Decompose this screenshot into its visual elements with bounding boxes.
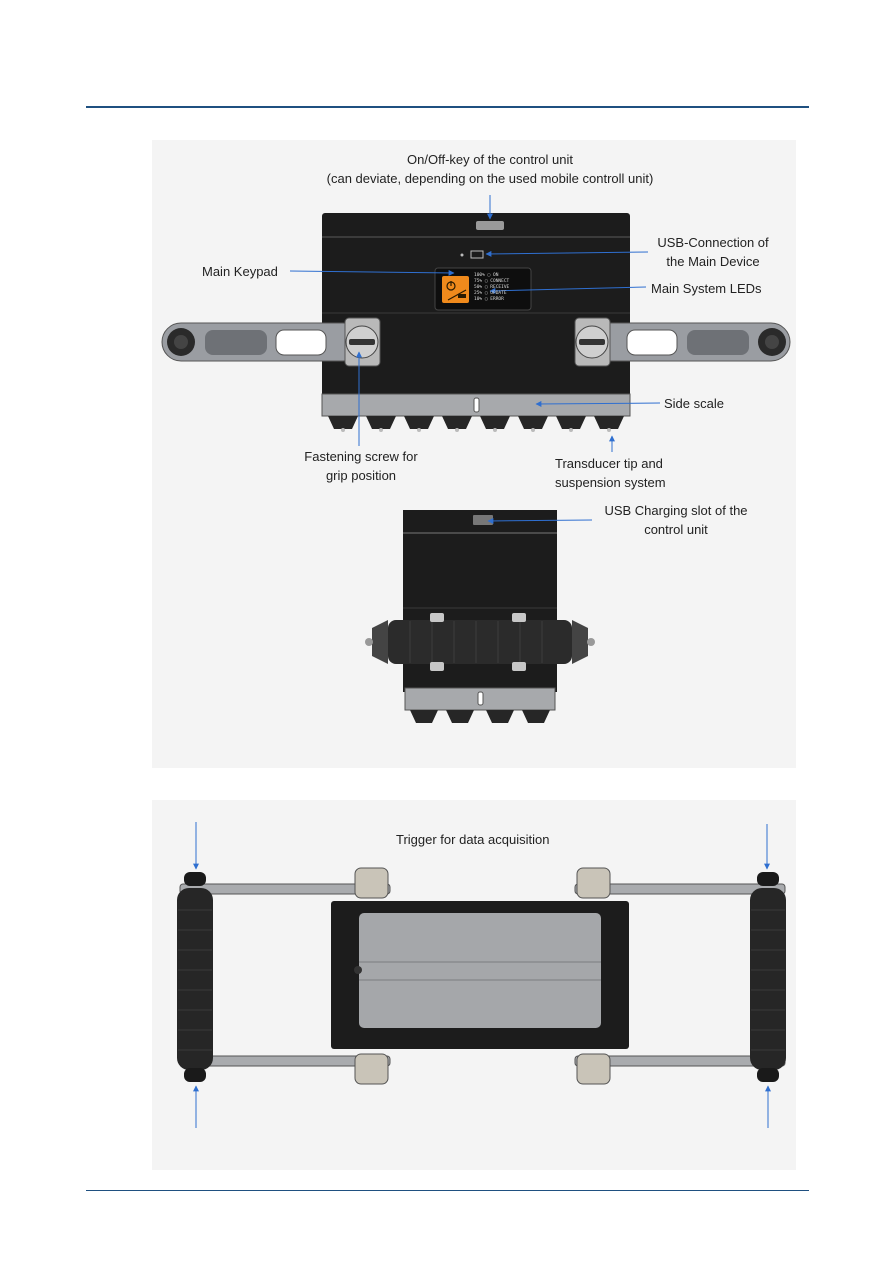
led-level: 50% bbox=[474, 285, 483, 290]
label-transducer-tip: Transducer tip and suspension system bbox=[555, 456, 666, 490]
led-label: CONNECT bbox=[490, 279, 510, 284]
trigger-button-top-left[interactable] bbox=[184, 872, 206, 886]
led-label: ON bbox=[492, 273, 499, 278]
right-fastening-screw[interactable] bbox=[574, 317, 611, 367]
usb-charging-slot bbox=[473, 515, 493, 525]
main-keypad-button[interactable] bbox=[442, 276, 469, 303]
label-trigger: Trigger for data acquisition bbox=[396, 832, 550, 847]
led-level: 75% bbox=[474, 279, 483, 284]
label-main-system-leds: Main System LEDs bbox=[651, 281, 762, 296]
header-rule bbox=[86, 106, 809, 108]
led-level: 10% bbox=[474, 297, 483, 302]
left-grip-arm[interactable] bbox=[161, 322, 363, 362]
label-usb-connection: USB-Connection of the Main Device bbox=[657, 235, 769, 269]
callout-line-usb-charging bbox=[487, 517, 593, 524]
side-scale bbox=[321, 393, 631, 417]
left-fastening-screw[interactable] bbox=[344, 317, 381, 367]
led-status-panel: 100% ▢ ON 75% ▢ CONNECT 50% ▢ RECEIVE 25… bbox=[474, 273, 510, 302]
label-on-off-key: On/Off-key of the control unit (can devi… bbox=[326, 152, 654, 186]
label-usb-charging: USB Charging slot of the control unit bbox=[604, 503, 748, 537]
led-label: ERROR bbox=[490, 297, 504, 302]
main-device-rear-view bbox=[403, 510, 557, 723]
transducer-tips bbox=[328, 416, 624, 432]
right-handle-side-view[interactable] bbox=[750, 872, 786, 1082]
label-side-scale: Side scale bbox=[664, 396, 724, 411]
label-fastening-screw: Fastening screw for grip position bbox=[304, 449, 418, 483]
main-device-top-view bbox=[322, 213, 630, 398]
led-level: 25% bbox=[474, 291, 483, 296]
label-main-keypad: Main Keypad bbox=[202, 264, 278, 279]
trigger-button-top-right[interactable] bbox=[757, 872, 779, 886]
right-grip-arm[interactable] bbox=[589, 322, 791, 362]
trigger-button-bottom-right[interactable] bbox=[757, 1068, 779, 1082]
led-label: UPDATE bbox=[490, 291, 507, 296]
footer-rule bbox=[86, 1190, 809, 1191]
callout-lines-trigger bbox=[193, 822, 771, 1128]
led-level: 100% bbox=[474, 273, 485, 278]
side-grip-rails bbox=[179, 867, 786, 1085]
trigger-button-bottom-left[interactable] bbox=[184, 1068, 206, 1082]
callout-lines-top bbox=[289, 195, 661, 452]
main-device-side-view bbox=[331, 901, 629, 1049]
rear-roller-grip[interactable] bbox=[365, 613, 595, 671]
left-handle-side-view[interactable] bbox=[177, 872, 213, 1082]
on-off-key[interactable] bbox=[476, 221, 504, 230]
led-label: RECEIVE bbox=[490, 285, 510, 290]
usb-connection-port bbox=[470, 250, 484, 259]
